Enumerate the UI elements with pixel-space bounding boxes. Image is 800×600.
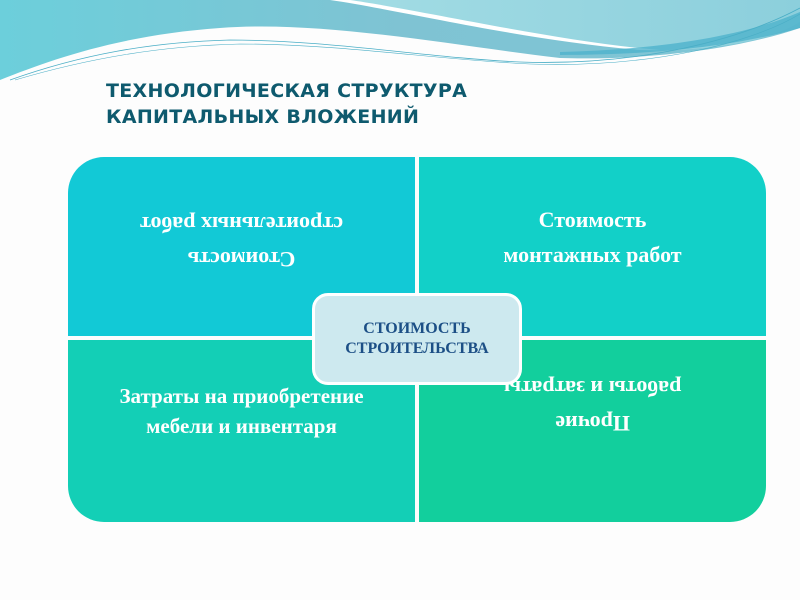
header-wave-decoration: [0, 0, 800, 81]
label-line: Прочие: [555, 411, 630, 436]
label-line: Стоимость: [187, 246, 296, 272]
quadrant-label: Стоимость строительных работ: [140, 207, 343, 277]
quadrant-label: Прочие работы и затраты: [504, 371, 681, 441]
cost-structure-matrix: Стоимость строительных работ Стоимость м…: [68, 157, 766, 522]
title-line-2: КАПИТАЛЬНЫХ ВЛОЖЕНИЙ: [106, 106, 420, 128]
quadrant-label: Стоимость монтажных работ: [503, 202, 681, 272]
label-line: Затраты на приобретение: [119, 384, 364, 408]
quadrant-label: Затраты на приобретение мебели и инвента…: [119, 381, 363, 441]
center-line-1: СТОИМОСТЬ: [363, 320, 471, 337]
label-line: монтажных работ: [503, 241, 682, 267]
label-line: Стоимость: [538, 206, 647, 232]
center-construction-cost: СТОИМОСТЬ СТРОИТЕЛЬСТВА: [312, 293, 522, 385]
slide-title: ТЕХНОЛОГИЧЕСКАЯ СТРУКТУРА КАПИТАЛЬНЫХ ВЛ…: [106, 78, 467, 130]
label-line: мебели и инвентаря: [146, 414, 337, 438]
label-line: строительных работ: [139, 211, 344, 237]
title-line-1: ТЕХНОЛОГИЧЕСКАЯ СТРУКТУРА: [106, 80, 468, 102]
center-line-2: СТРОИТЕЛЬСТВА: [345, 340, 489, 357]
label-line: работы и затраты: [503, 376, 682, 401]
quadrant-furniture-inventory: Затраты на приобретение мебели и инвента…: [68, 340, 415, 522]
